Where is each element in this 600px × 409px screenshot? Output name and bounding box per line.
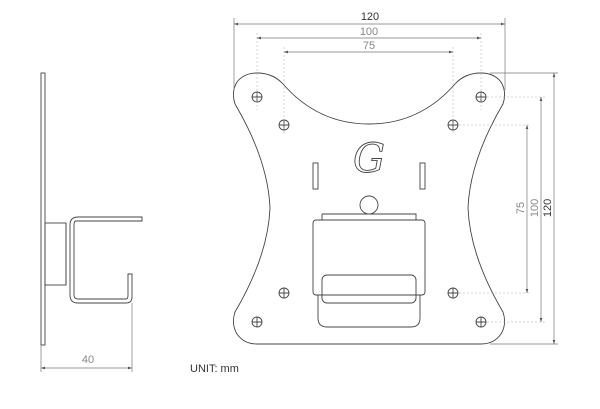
hole-100-bl <box>251 316 263 328</box>
front-view: G <box>232 72 506 345</box>
side-hook <box>65 216 143 304</box>
knob <box>359 195 379 215</box>
slot-left <box>312 162 319 190</box>
hole-75-br <box>447 287 459 299</box>
dim-width-75: 75 <box>363 40 375 52</box>
top-dimensions: 120 100 75 <box>233 11 506 135</box>
side-plate <box>40 72 46 346</box>
side-spacer <box>44 222 67 286</box>
dim-width-100: 100 <box>360 26 378 38</box>
brand-logo: G <box>353 136 385 182</box>
unit-label: UNIT: mm <box>190 363 239 375</box>
bracket-body <box>312 219 426 296</box>
bracket-handle-inner <box>321 274 417 304</box>
side-view: 40 <box>40 72 143 372</box>
dim-depth-label: 40 <box>82 354 94 366</box>
dim-height-100: 100 <box>529 199 541 217</box>
slot-right <box>419 162 426 190</box>
hole-75-bl <box>278 287 290 299</box>
bracket-top-edge <box>321 213 417 220</box>
dim-height-75: 75 <box>515 202 527 214</box>
dim-height-120: 120 <box>542 199 554 217</box>
mounting-holes <box>251 91 487 328</box>
right-dimensions: 120 100 75 <box>459 72 558 345</box>
bracket-handle <box>317 295 421 328</box>
dim-width-120: 120 <box>361 11 379 23</box>
plate-outline <box>232 72 506 345</box>
hole-100-br <box>475 316 487 328</box>
